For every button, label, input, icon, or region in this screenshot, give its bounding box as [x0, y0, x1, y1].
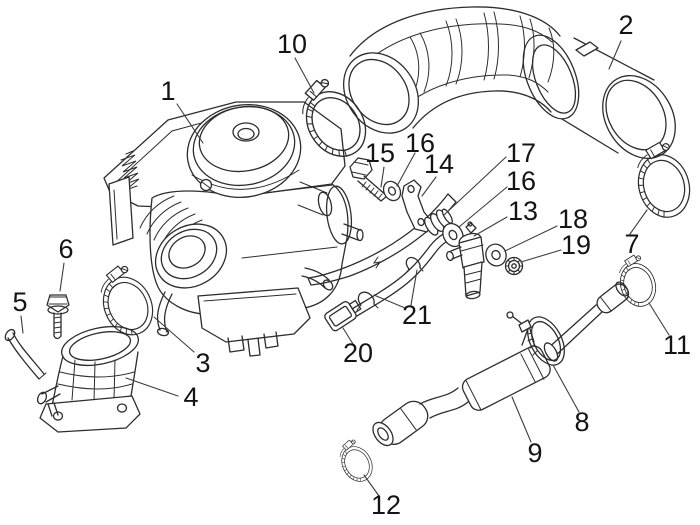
leader-18	[504, 225, 558, 252]
nut-19	[504, 256, 524, 276]
leader-5	[20, 315, 24, 334]
intake-bellmouth	[154, 223, 228, 289]
hose-clamp-8	[506, 311, 565, 366]
side-bracket	[108, 176, 134, 246]
leader-19	[520, 249, 562, 263]
callout-15: 15	[365, 138, 395, 168]
leader-21a	[373, 294, 406, 309]
hose-clamp-12	[332, 435, 379, 488]
washer-16b	[442, 222, 464, 248]
carburetor	[103, 101, 364, 357]
curved-pipe-arm	[307, 193, 457, 286]
bolt-6	[46, 294, 70, 340]
callout-17: 17	[506, 138, 536, 168]
washer-16a	[382, 180, 402, 202]
leader-15	[380, 166, 385, 188]
leader-17	[443, 156, 507, 216]
leader-20	[342, 327, 354, 345]
leader-14	[421, 176, 437, 197]
callout-11: 11	[663, 330, 691, 360]
air-box-cuff	[522, 34, 599, 120]
callout-7: 7	[624, 229, 639, 259]
injector-13	[446, 221, 485, 300]
leader-6	[59, 262, 65, 292]
leader-10	[294, 57, 315, 94]
spacer-17	[424, 208, 453, 236]
leader-lines	[20, 40, 670, 497]
leader-11	[648, 302, 670, 336]
leader-16a	[396, 152, 416, 187]
callout-labels: 1 2 3 4 5 6 7 8 9 10 11 12 13 14 15 16 1…	[12, 10, 691, 520]
fuel-nipple	[341, 223, 361, 241]
washer-18	[485, 243, 507, 267]
bowl-nipple	[301, 267, 330, 289]
leader-1	[176, 103, 204, 144]
callout-21: 21	[402, 300, 432, 330]
leader-8	[552, 364, 580, 413]
float-bowl	[197, 287, 311, 357]
callout-16b: 16	[506, 166, 536, 196]
callout-2: 2	[618, 10, 633, 40]
callout-13: 13	[508, 196, 538, 226]
callout-9: 9	[527, 438, 542, 468]
hose-clip-21b	[405, 256, 424, 274]
callout-20: 20	[343, 338, 373, 368]
ribbed-stack	[139, 195, 210, 259]
leader-12	[363, 474, 380, 497]
callout-5: 5	[12, 287, 27, 317]
leader-4	[125, 377, 179, 397]
callout-4: 4	[183, 382, 198, 412]
manifold-nozzle	[41, 385, 61, 403]
callout-19: 19	[561, 230, 591, 260]
leader-16b	[458, 186, 508, 228]
bolt-15	[349, 157, 388, 202]
leader-21b	[410, 269, 418, 306]
callout-18: 18	[558, 204, 588, 234]
callout-16a: 16	[405, 128, 435, 158]
callout-8: 8	[574, 407, 589, 437]
leader-7	[629, 209, 648, 235]
leader-13	[473, 216, 508, 237]
callout-10: 10	[277, 29, 307, 59]
intake-manifold	[36, 325, 141, 433]
leader-3	[153, 316, 195, 353]
leader-9	[511, 396, 532, 443]
callout-14: 14	[424, 149, 454, 179]
leader-2	[608, 40, 622, 70]
hose-5	[4, 328, 47, 380]
callout-6: 6	[58, 234, 73, 264]
hose-lattice	[361, 11, 555, 115]
callout-1: 1	[160, 76, 175, 106]
corrugated-intake-hose	[342, 6, 561, 134]
manifold-flange	[39, 395, 141, 433]
callout-12: 12	[371, 490, 401, 520]
callout-3: 3	[195, 348, 210, 378]
hose-clip-21a	[356, 291, 379, 311]
connector-20	[324, 299, 362, 332]
